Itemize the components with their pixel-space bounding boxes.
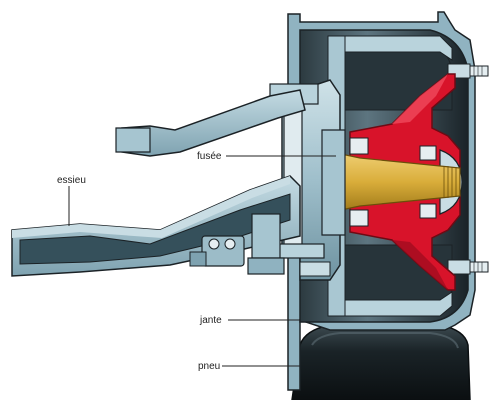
drum-flange-top — [344, 35, 453, 61]
label-fusee: fusée — [197, 151, 222, 162]
lower-bolt — [247, 213, 331, 277]
label-essieu: essieu — [57, 175, 86, 186]
steering-arm — [121, 89, 306, 157]
wheel-stud-top — [447, 63, 489, 79]
bearing-inner — [349, 137, 369, 227]
hub-shadow — [392, 74, 448, 124]
steering-arm-end — [115, 127, 151, 153]
drum-flange-bottom — [344, 291, 453, 317]
tire-highlight — [311, 332, 459, 349]
fusee-thread — [443, 166, 457, 198]
wheel-stud-bottom — [447, 259, 489, 275]
label-pneu: pneu — [198, 361, 220, 372]
grease-nipple — [189, 235, 245, 267]
hub-shadow-lower — [392, 240, 448, 290]
stub-axle-fusee — [321, 149, 461, 215]
label-jante: jante — [199, 315, 222, 326]
bearing-outer — [419, 145, 437, 219]
axle-beam-top — [12, 176, 290, 238]
knuckle-flange — [321, 129, 346, 236]
axle-beam-web — [19, 193, 291, 265]
